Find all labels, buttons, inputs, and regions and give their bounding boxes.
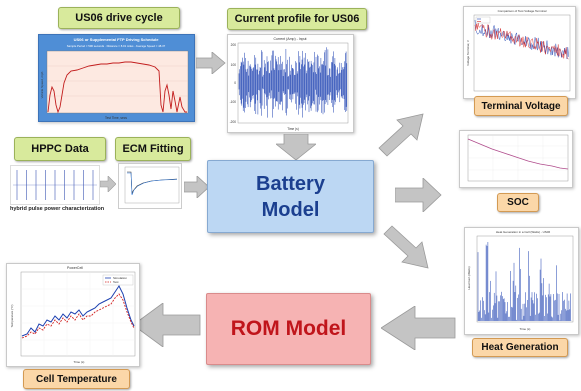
arrow-battery-to-heat (383, 225, 429, 269)
hppc-plot (10, 165, 100, 205)
cell-temperature-label: Cell Temperature (23, 369, 130, 389)
us06-label: US06 drive cycle (58, 7, 180, 29)
heat-title: Heat Generation in a Cell (Watts) - US06 (496, 230, 551, 234)
battery-model-line2: Model (261, 198, 320, 221)
terminal-voltage-test-line (474, 22, 569, 60)
cell-title: PowerCell (67, 266, 83, 270)
soc-curve (467, 138, 569, 170)
current-title: Current (Amp) - Input (273, 37, 306, 41)
svg-text:-200: -200 (230, 120, 237, 124)
rom-model-text: ROM Model (230, 317, 347, 340)
ecm-data-curve (127, 172, 178, 196)
cell-temp-test (21, 293, 135, 339)
us06-ylabel: Vehicle Speed, mph (40, 71, 44, 98)
arrow-hppc-to-ecm (100, 176, 116, 192)
terminal-voltage-lines (474, 19, 569, 60)
current-signal (238, 47, 348, 118)
svg-text:200: 200 (231, 43, 237, 47)
arrow-battery-to-soc (395, 178, 442, 212)
soc-label: SOC (497, 193, 539, 212)
us06-plot: US06 or Supplemental FTP Driving Schedul… (38, 34, 195, 122)
terminal-title: Comparison of Test Voltage Terminal (498, 9, 547, 13)
ecm-plot (118, 163, 182, 209)
svg-text:100: 100 (231, 63, 237, 67)
svg-text:-100: -100 (230, 100, 237, 104)
heat-xlabel: Time (s) (520, 327, 531, 331)
heat-generation-label: Heat Generation (472, 338, 568, 357)
cell-temp-sim (21, 285, 135, 337)
cell-legend-1: Test (113, 280, 119, 284)
arrow-rom-to-cell (133, 303, 201, 347)
heat-generation-bars (477, 242, 572, 321)
current-xlabel: Time (s) (287, 127, 299, 131)
us06-subtitle: Sample Period = 596 seconds · Distance =… (67, 44, 166, 48)
cell-xlabel: Time (s) (74, 360, 85, 364)
terminal-voltage-plot: Comparison of Test Voltage Terminal Volt… (463, 6, 576, 99)
terminal-ylabel: Voltage Terminal, V (466, 40, 470, 66)
rom-model-box: ROM Model (206, 293, 371, 365)
hppc-label: HPPC Data (14, 137, 106, 161)
ecm-label: ECM Fitting (115, 137, 191, 161)
battery-model-line1: Battery (256, 172, 325, 195)
us06-speed-line (47, 61, 187, 114)
current-profile-label: Current profile for US06 (227, 8, 367, 30)
cell-legend-0: Simulation (113, 276, 127, 280)
svg-text:0: 0 (234, 81, 236, 85)
arrow-battery-to-terminal (378, 113, 424, 157)
terminal-voltage-label: Terminal Voltage (474, 96, 568, 116)
hppc-pulses (16, 170, 94, 200)
cell-temperature-plot: PowerCell Temperature (°C) Time (s) Simu… (6, 263, 140, 367)
arrow-current-to-battery (276, 134, 316, 160)
heat-ylabel: Heat Gen (Watts) (467, 266, 471, 289)
us06-title: US06 or Supplemental FTP Driving Schedul… (74, 37, 160, 42)
heat-generation-plot: Heat Generation in a Cell (Watts) - US06… (464, 227, 579, 335)
cell-ylabel: Temperature (°C) (10, 304, 14, 327)
hppc-caption: hybrid pulse power characterization (10, 206, 105, 212)
current-plot: Current (Amp) - Input 200 100 0 -100 -20… (227, 34, 354, 133)
arrow-ecm-to-battery (184, 176, 210, 198)
arrow-us06-to-current (196, 52, 226, 74)
arrow-heat-to-rom (381, 306, 456, 350)
soc-plot (459, 130, 573, 188)
terminal-voltage-sim-line (474, 19, 569, 60)
us06-xlabel: Test Time, secs (105, 116, 127, 120)
battery-model-box: Battery Model (207, 160, 374, 233)
